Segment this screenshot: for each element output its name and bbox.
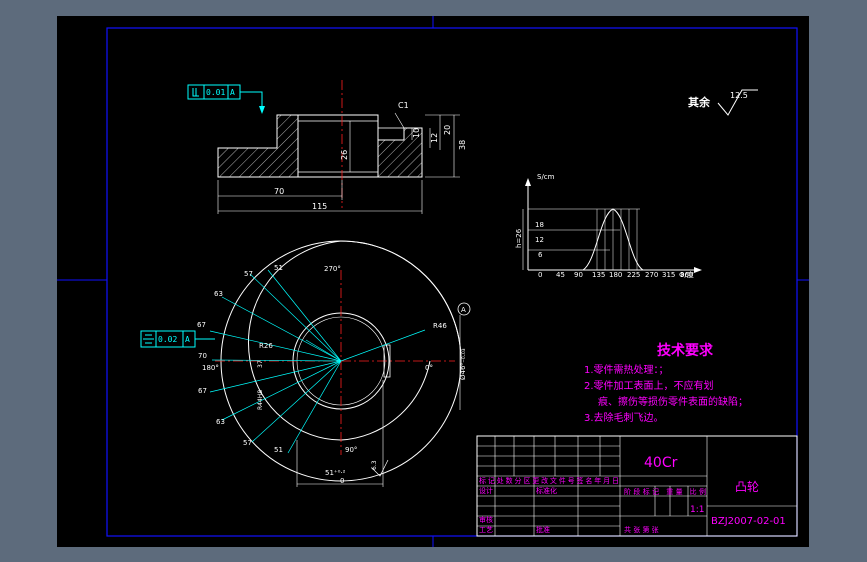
flatness-tolerance-frame: 0.01 A bbox=[187, 84, 265, 114]
dim-20: 20 bbox=[443, 125, 452, 135]
radius-67: 67 bbox=[197, 321, 206, 329]
angle-270: 270° bbox=[324, 265, 341, 273]
center-marks bbox=[57, 16, 809, 547]
datum-a-label: A bbox=[461, 306, 466, 314]
bore-diameter: Ø46⁰₋₀.₀₃ bbox=[459, 348, 467, 380]
ytick: 6 bbox=[538, 251, 543, 259]
xtick: 90 bbox=[574, 271, 583, 279]
tb-row-header: 标记处数分区更改文件号签名年月日 bbox=[479, 476, 619, 485]
datum-circle-icon bbox=[457, 302, 471, 316]
rough-6-3: 6.3 bbox=[371, 460, 378, 470]
flatness-datum: A bbox=[230, 88, 235, 97]
angle-0: 0° bbox=[425, 364, 433, 372]
roughness-mark-icon bbox=[371, 459, 389, 477]
material: 40Cr bbox=[644, 455, 678, 471]
symmetry-value: 0.02 bbox=[158, 335, 177, 344]
roughness-prefix: 其余 bbox=[688, 95, 711, 109]
note-line-3: 痕、擦伤等损伤零件表面的缺陷； bbox=[598, 395, 748, 408]
width-51-lower: 0 bbox=[340, 477, 344, 485]
dim-r44: R44H8 bbox=[257, 390, 264, 410]
section-view: 70 115 26 38 20 12 10 C1 0.01 A bbox=[187, 80, 467, 214]
xtick: 135 bbox=[592, 271, 605, 279]
radial-lines bbox=[209, 269, 426, 454]
xtick: 270 bbox=[645, 271, 658, 279]
xtick: 45 bbox=[556, 271, 565, 279]
tb-process: 工艺 bbox=[479, 526, 493, 534]
ytick: 18 bbox=[535, 221, 544, 229]
chamfer-label: C1 bbox=[398, 101, 409, 110]
dim-115: 115 bbox=[312, 202, 327, 211]
dim-12: 12 bbox=[430, 133, 439, 143]
dim-38: 38 bbox=[458, 140, 467, 150]
plan-view: 57 51 63 67 70 67 63 57 51 270° 180° 0° … bbox=[140, 240, 471, 487]
chart-ylabel: S/cm bbox=[537, 173, 555, 181]
symmetry-datum: A bbox=[185, 335, 190, 344]
tb-design: 设计 bbox=[479, 486, 493, 495]
sheet-background bbox=[57, 16, 809, 547]
radius-57b: 57 bbox=[243, 439, 252, 447]
radius-51b: 51 bbox=[274, 446, 283, 454]
flatness-value: 0.01 bbox=[206, 88, 225, 97]
radius-70: 70 bbox=[198, 352, 207, 360]
tb-approve: 批准 bbox=[536, 525, 550, 534]
radius-63: 63 bbox=[214, 290, 223, 298]
dim-70: 70 bbox=[274, 187, 284, 196]
drawing-border bbox=[106, 27, 798, 537]
part-name: 凸轮 bbox=[735, 480, 759, 494]
tb-standard: 标准化 bbox=[536, 486, 557, 495]
chart-side-label: h=26 bbox=[515, 228, 523, 248]
xtick: 315 bbox=[662, 271, 675, 279]
radius-r46: R46 bbox=[433, 322, 447, 330]
scale-value: 1:1 bbox=[690, 505, 704, 515]
perpendicular-icon bbox=[192, 88, 199, 97]
motion-curve bbox=[582, 208, 644, 271]
general-roughness: 其余 12.5 bbox=[688, 89, 758, 116]
ytick: 0 bbox=[538, 271, 542, 279]
width-51: 51⁺⁰·² bbox=[325, 469, 346, 477]
xtick: 180 bbox=[609, 271, 622, 279]
dim-26: 26 bbox=[340, 150, 349, 160]
chart-xlabel: Φ/度 bbox=[679, 270, 694, 279]
radius-r26: R26 bbox=[259, 342, 273, 350]
roughness-value: 12.5 bbox=[730, 91, 748, 100]
roughness-symbol-icon bbox=[717, 89, 758, 116]
angle-180: 180° bbox=[202, 364, 219, 372]
tb-sheet: 共 张 第 张 bbox=[624, 525, 659, 534]
note-line-2: 2.零件加工表面上，不应有划 bbox=[584, 379, 714, 392]
symmetry-tolerance-frame: 0.02 A bbox=[140, 330, 215, 348]
dim-37: 37 bbox=[257, 360, 264, 368]
drawing-number: BZJ2007-02-01 bbox=[711, 516, 786, 527]
notes-title: 技术要求 bbox=[657, 342, 714, 359]
note-line-1: 1.零件需热处理：； bbox=[584, 363, 669, 376]
radius-67b: 67 bbox=[198, 387, 207, 395]
xtick: 360 bbox=[680, 271, 693, 279]
tb-review: 审核 bbox=[479, 515, 493, 524]
technical-requirements: 技术要求 1.零件需热处理：； 2.零件加工表面上，不应有划 痕、擦伤等损伤零件… bbox=[584, 342, 748, 424]
angle-90: 90° bbox=[345, 446, 357, 454]
displacement-chart: S/cm Φ/度 h=26 18 12 6 0 45 90 135 180 22… bbox=[515, 173, 702, 279]
keyway bbox=[383, 344, 391, 378]
cam-profile bbox=[248, 240, 462, 441]
radius-57: 57 bbox=[244, 270, 253, 278]
ytick: 12 bbox=[535, 236, 544, 244]
radius-63b: 63 bbox=[216, 418, 225, 426]
radius-51: 51 bbox=[274, 264, 283, 272]
xtick: 225 bbox=[627, 271, 640, 279]
note-line-4: 3.去除毛刺飞边。 bbox=[584, 411, 664, 424]
dim-10: 10 bbox=[412, 128, 421, 138]
